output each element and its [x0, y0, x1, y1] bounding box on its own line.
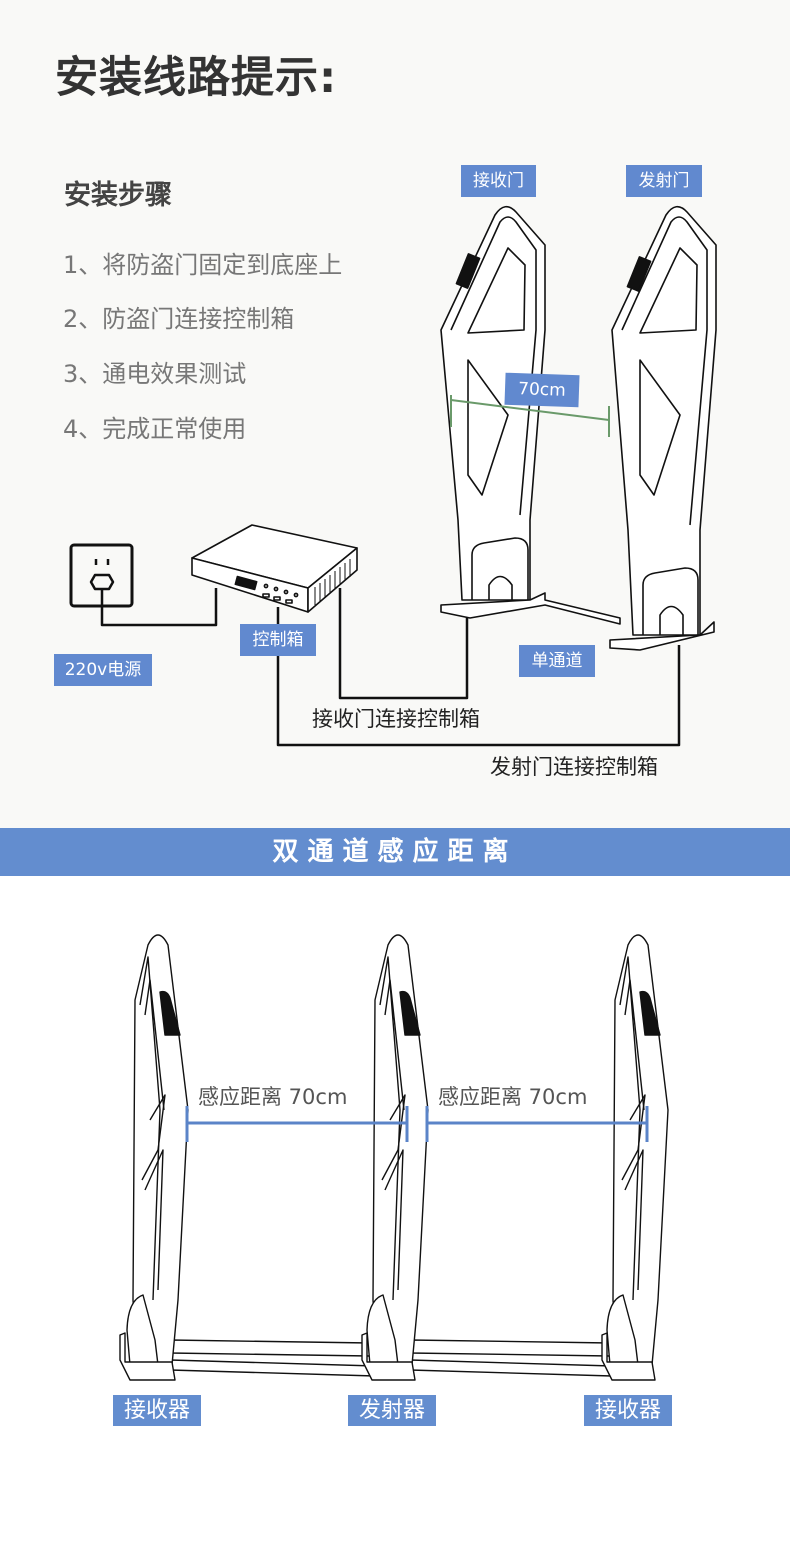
receiver-tag-left: 接收器 [113, 1395, 201, 1426]
distance-measure-line [450, 395, 610, 437]
transmitter-wire-label: 发射门连接控制箱 [490, 755, 658, 779]
receiver-tag-right: 接收器 [584, 1395, 672, 1426]
security-gate-icon [440, 205, 621, 625]
security-gate-icon [609, 205, 717, 651]
power-source-tag: 220v电源 [54, 654, 152, 686]
transmitter-tag: 发射器 [348, 1395, 436, 1426]
single-channel-wiring-diagram [69, 205, 717, 747]
transmitter-gate-tag: 发射门 [626, 165, 702, 197]
dual-channel-section-title: 双通道感应距离 [0, 828, 790, 876]
single-channel-tag: 单通道 [519, 645, 595, 677]
step-item-3: 3、通电效果测试 [63, 360, 247, 388]
receiver-wire-label: 接收门连接控制箱 [312, 707, 480, 731]
control-box-tag: 控制箱 [240, 624, 316, 656]
control-box-icon [191, 524, 358, 613]
dual-channel-section [0, 876, 790, 1545]
step-item-2: 2、防盗门连接控制箱 [63, 305, 295, 333]
step-item-1: 1、将防盗门固定到底座上 [63, 251, 343, 279]
sensing-distance-label-2: 感应距离 70cm [438, 1085, 588, 1109]
sensing-distance-label-1: 感应距离 70cm [198, 1085, 348, 1109]
page-title: 安装线路提示: [55, 53, 338, 103]
distance-tag: 70cm [504, 372, 580, 408]
steps-heading: 安装步骤 [64, 180, 172, 211]
receiver-gate-tag: 接收门 [461, 165, 536, 197]
step-item-4: 4、完成正常使用 [63, 415, 247, 443]
power-outlet-icon [69, 543, 218, 627]
